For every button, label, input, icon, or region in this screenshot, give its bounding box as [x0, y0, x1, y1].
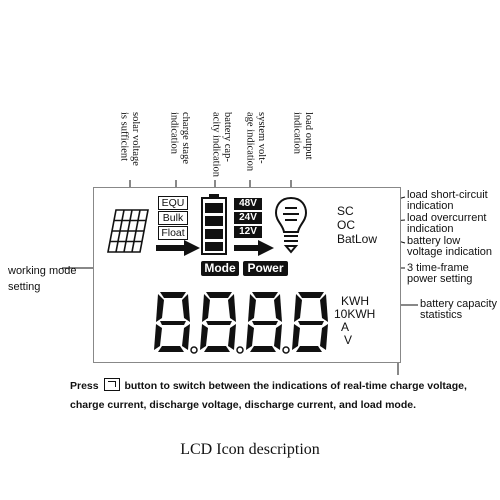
label-load-short-circuit: load short-circuit indication — [407, 189, 488, 212]
stage-equ: EQU — [158, 196, 188, 210]
mode-indicator: Mode — [201, 261, 239, 276]
seven-segment-display — [154, 292, 328, 354]
arrow-right-icon — [234, 240, 274, 256]
status-sc: SC — [337, 204, 354, 218]
arrow-right-icon — [156, 240, 200, 256]
label-load-overcurrent: load overcurrent indication — [407, 212, 487, 235]
status-oc: OC — [337, 218, 355, 232]
solar-panel-icon — [107, 209, 149, 253]
unit-kwh: KWH — [341, 294, 369, 308]
light-bulb-icon — [274, 196, 308, 254]
instruction-press: Press — [70, 380, 99, 392]
instruction-line-2: charge current, discharge voltage, disch… — [70, 399, 417, 411]
unit-10kwh: 10KWH — [334, 307, 376, 321]
label-system-voltage: system volt- age indication — [244, 112, 268, 172]
voltage-24v: 24V — [234, 212, 262, 224]
status-batlow: BatLow — [337, 232, 378, 246]
instruction-line-1: Press button to switch between the indic… — [70, 378, 467, 393]
unit-v: V — [344, 333, 353, 347]
voltage-48v: 48V — [234, 198, 262, 210]
label-battery-capacity: battery cap- acity indication — [210, 112, 234, 178]
label-solar-voltage: solar voltage is sufficient — [118, 112, 142, 166]
label-power-setting: 3 time-frame power setting — [407, 262, 473, 285]
lcd-panel: EQU Bulk Float 48V 24V 12V SC — [93, 187, 401, 363]
voltage-12v: 12V — [234, 226, 262, 238]
figure-caption: LCD Icon description — [180, 441, 320, 458]
battery-icon — [201, 194, 227, 255]
label-battery-low-voltage: battery low voltage indication — [407, 235, 493, 258]
instruction-line-1-text: button to switch between the indications… — [124, 380, 467, 392]
power-indicator: Power — [243, 261, 288, 276]
label-battery-capacity-statistics: battery capacity statistics — [420, 298, 498, 321]
label-load-output: load output indication — [291, 112, 315, 160]
unit-a: A — [341, 320, 350, 334]
switch-button-icon — [103, 378, 120, 391]
label-working-mode: working mode setting — [8, 265, 77, 293]
label-charge-stage: charge stage indication — [168, 112, 192, 164]
stage-float: Float — [158, 226, 188, 240]
stage-bulk: Bulk — [158, 211, 188, 225]
